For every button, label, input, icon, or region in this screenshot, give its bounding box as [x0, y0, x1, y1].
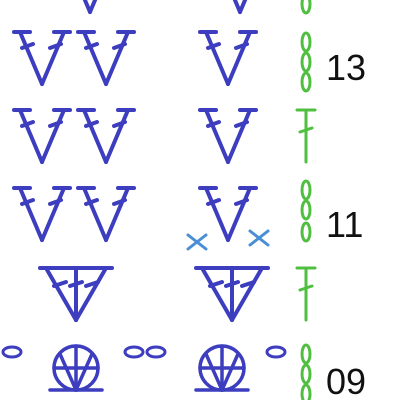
turning-chain-column: [295, 0, 317, 400]
row-14-partial: [60, 0, 270, 14]
row-number-11: 11: [326, 204, 364, 245]
row-number-13: 13: [326, 47, 367, 88]
row-12-stitches: [12, 108, 258, 164]
row-09-stitches: [1, 344, 287, 392]
row-13-stitches: [12, 30, 258, 86]
row-number-09: 09: [326, 361, 367, 402]
row-10-stitches: [38, 266, 270, 322]
row-11-stitches: [12, 186, 270, 251]
single-crochet-symbol: [186, 229, 270, 251]
